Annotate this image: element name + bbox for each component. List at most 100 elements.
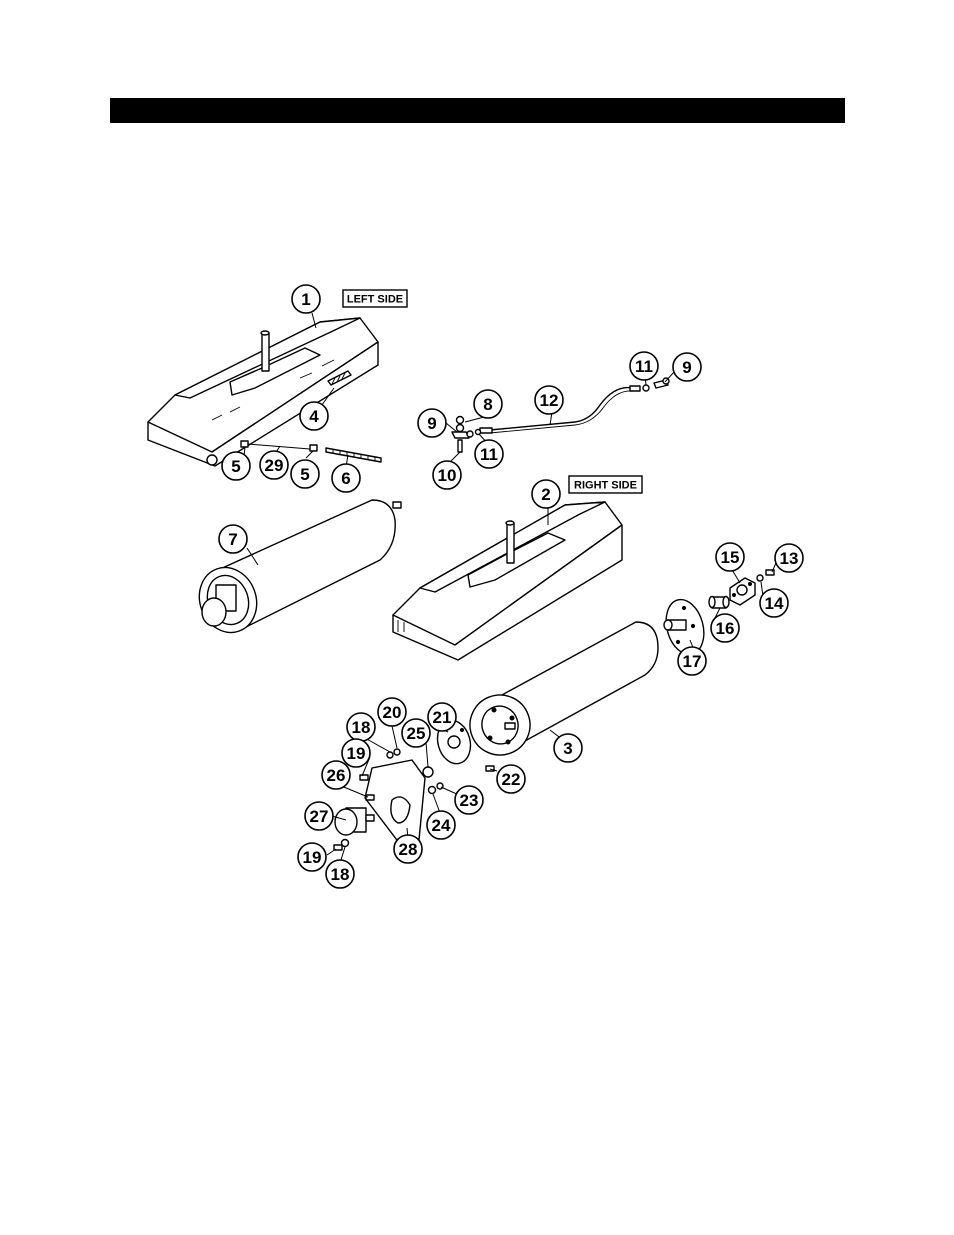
callout-c11a: 11 [474,439,504,469]
callout-c6: 6 [331,463,361,493]
callout-number: 7 [228,530,237,549]
callout-circle [331,463,361,493]
callout-c14: 14 [759,588,789,618]
left-side-label: LEFT SIDE [342,289,408,308]
bushing-part-16 [708,595,730,609]
callout-circle [221,451,251,481]
svg-text:LEFT SIDE: LEFT SIDE [347,294,403,306]
callout-c10: 10 [432,460,462,490]
callout-number: 19 [347,744,366,763]
callout-number: 5 [231,457,240,476]
callout-circle [432,460,462,490]
callout-number: 17 [683,652,702,671]
callout-c8: 8 [473,389,503,419]
right-side-label: RIGHT SIDE [568,475,643,494]
right-side-cover [392,501,623,661]
spring-part-4 [327,370,352,386]
callout-number: 6 [341,469,350,488]
callout-number: 29 [265,456,284,475]
bolt-washer-parts-13-14 [756,569,775,582]
callout-number: 3 [563,739,572,758]
callout-c11b: 11 [629,351,659,381]
left-roller [198,499,402,634]
callout-circle [629,351,659,381]
callout-number: 23 [460,791,479,810]
callout-number: 15 [721,548,740,567]
callout-number: 21 [433,708,452,727]
callout-c22: 22 [496,764,526,794]
callout-circle [259,450,289,480]
svg-text:RIGHT SIDE: RIGHT SIDE [574,480,637,492]
callout-c12: 12 [534,385,564,415]
callout-c27: 27 [304,801,334,831]
callout-c13: 13 [774,543,804,573]
callout-number: 12 [540,391,559,410]
callout-c24: 24 [426,810,456,840]
callout-number: 11 [635,357,653,376]
callout-circle [672,352,702,382]
callout-circle [710,613,740,643]
callout-circle [304,801,334,831]
callout-number: 28 [399,840,418,859]
callout-circle [341,738,371,768]
callout-circle [426,810,456,840]
callout-number: 8 [483,395,492,414]
right-roller [469,621,659,756]
callout-circle [321,760,351,790]
left-side-cover [147,317,379,467]
callout-number: 10 [438,466,457,485]
callout-circle [218,524,248,554]
callout-number: 11 [480,445,498,464]
callout-circle [715,542,745,572]
callout-number: 18 [331,865,350,884]
callout-c5b: 5 [290,459,320,489]
callout-circle [454,785,484,815]
callout-number: 9 [427,414,436,433]
callout-number: 14 [765,594,784,613]
callout-c29: 29 [259,450,289,480]
drive-assembly [333,719,495,853]
callout-c21: 21 [427,702,457,732]
callout-c18b: 18 [325,859,355,889]
callout-c26: 26 [321,760,351,790]
callout-circle [417,408,447,438]
callout-number: 18 [352,718,371,737]
callout-circle [474,439,504,469]
callout-c19b: 19 [297,842,327,872]
section-header-bar [110,98,845,123]
callout-c19a: 19 [341,738,371,768]
callout-c3: 3 [553,733,583,763]
callout-number: 24 [432,816,451,835]
callout-circle [299,401,329,431]
callout-c9a: 9 [417,408,447,438]
callout-c23: 23 [454,785,484,815]
leader-lines [243,312,777,864]
callout-c20: 20 [377,697,407,727]
callout-circle [677,646,707,676]
callout-c16: 16 [710,613,740,643]
callout-number: 22 [502,770,521,789]
callout-number: 5 [300,465,309,484]
callout-circle [325,859,355,889]
cable-part-12 [479,385,641,434]
end-flange-part-17 [663,598,705,656]
callout-circle [291,284,321,314]
callout-c1: 1 [291,284,321,314]
callout-c17: 17 [677,646,707,676]
callout-circle [290,459,320,489]
callout-circle [401,718,431,748]
callout-number: 2 [541,485,550,504]
callout-circle [297,842,327,872]
callout-circle [534,385,564,415]
callout-number: 16 [716,619,735,638]
callout-circle [759,588,789,618]
callout-number: 26 [327,766,346,785]
callout-number: 25 [407,724,426,743]
callout-c2: 2 [531,479,561,509]
callout-circle [377,697,407,727]
callout-circle [473,389,503,419]
callout-number: 27 [310,807,329,826]
callout-circle [531,479,561,509]
callout-number: 4 [309,407,319,426]
